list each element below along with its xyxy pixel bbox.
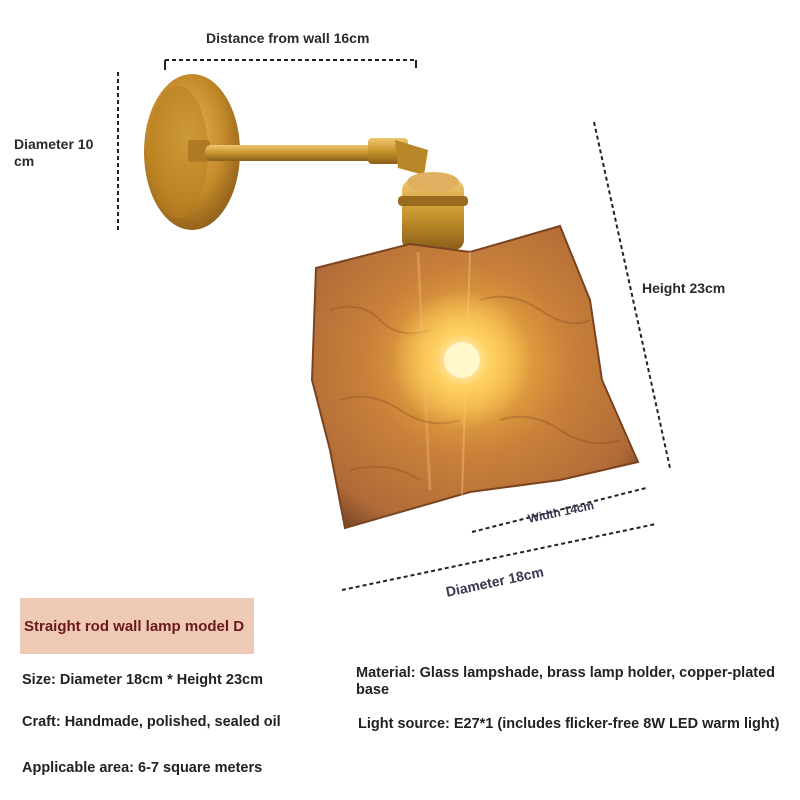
spec-craft: Craft: Handmade, polished, sealed oil [22, 714, 281, 730]
height-line [593, 121, 671, 469]
height-label: Height 23cm [642, 280, 726, 296]
base-diameter-label: Diameter 10 cm [14, 136, 94, 169]
spec-light-source: Light source: E27*1 (includes flicker-fr… [358, 716, 780, 732]
model-banner: Straight rod wall lamp model D [20, 598, 254, 654]
distance-from-wall-label: Distance from wall 16cm [206, 30, 370, 46]
dimension-lines [117, 59, 671, 591]
spec-size: Size: Diameter 18cm * Height 23cm [22, 672, 263, 688]
arm-rod [205, 145, 380, 161]
spec-applicable-area: Applicable area: 6-7 square meters [22, 760, 263, 776]
shade-diameter-line [341, 523, 657, 591]
spec-material: Material: Glass lampshade, brass lamp ho… [356, 665, 776, 698]
model-name: Straight rod wall lamp model D [24, 618, 245, 635]
width-line [471, 487, 647, 533]
